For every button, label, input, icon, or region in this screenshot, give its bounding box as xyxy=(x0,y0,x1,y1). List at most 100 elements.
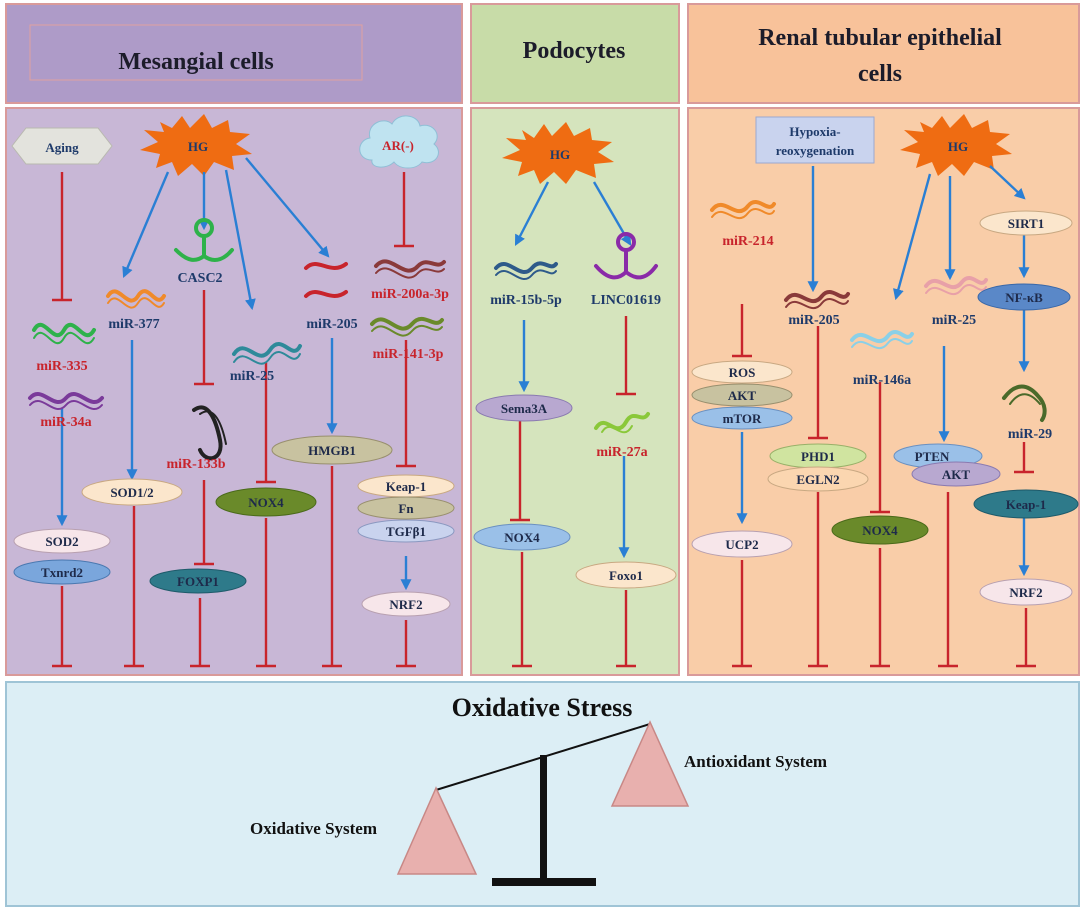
mesangial-header-inner-frame xyxy=(29,24,363,81)
nfkb-node xyxy=(977,283,1071,311)
inhibit-sema3a-nox4 xyxy=(510,412,530,522)
rna-icon-casc2 xyxy=(174,218,234,262)
nox4-node-podo xyxy=(473,523,571,551)
sod2-node xyxy=(13,528,111,554)
podocyte-panel-bg xyxy=(470,107,680,676)
balance-post xyxy=(540,755,547,881)
akt-node xyxy=(691,383,793,407)
arrow-hg-to-sirt1 xyxy=(989,165,1026,200)
nfkb-label: NF-κB xyxy=(1005,290,1043,305)
ros-label: ROS xyxy=(729,365,756,380)
sirt1-node xyxy=(979,210,1073,236)
inhibit-mir133b-foxp1 xyxy=(194,480,214,566)
arrow-hg-to-mir205 xyxy=(245,157,330,258)
renal-title-line1: Renal tubular epithelial xyxy=(758,25,1002,51)
fn-label: Fn xyxy=(398,501,414,516)
rna-icon-mir133b xyxy=(192,405,227,461)
arrow-hg-to-mir146a xyxy=(893,173,932,301)
foxp1-label: FOXP1 xyxy=(177,574,219,589)
inhibit-nox4-os-renal xyxy=(870,548,890,668)
rna-icon-mir205-renal xyxy=(784,290,850,310)
arrow-hg-to-mir15b xyxy=(514,181,550,246)
mtor-node xyxy=(691,406,793,430)
hypoxia-label-line2: reoxygenation xyxy=(776,143,855,158)
inhibit-akt-os xyxy=(938,492,958,668)
mir133b-label: miR-133b xyxy=(166,457,225,472)
antioxidant-label: Antioxidant System xyxy=(684,752,827,771)
inhibit-mir146a-nox4 xyxy=(870,382,890,514)
rna-icon-mir29 xyxy=(1002,384,1047,422)
linc01619-label: LINC01619 xyxy=(591,293,661,308)
sema3a-node xyxy=(475,394,573,422)
hmgb1-label: HMGB1 xyxy=(308,443,356,458)
oxidative-label: Oxidative System xyxy=(250,819,377,838)
hmgb1-node xyxy=(271,435,393,465)
mtor-label: mTOR xyxy=(723,411,762,426)
inhibit-sod12-os xyxy=(124,506,144,668)
mir214-label: miR-214 xyxy=(722,234,773,249)
aging-hexagon xyxy=(11,127,113,165)
sod12-label: SOD1/2 xyxy=(110,485,153,500)
inhibit-nrf2-os xyxy=(396,620,416,668)
rna-icon-mir214 xyxy=(710,200,776,220)
ucp2-label: UCP2 xyxy=(725,537,758,552)
nox4-label-podo: NOX4 xyxy=(504,530,540,545)
sema3a-label: Sema3A xyxy=(501,401,548,416)
ar-label: AR(-) xyxy=(382,138,414,153)
phd1-label: PHD1 xyxy=(801,449,835,464)
inhibit-mir141-keap1 xyxy=(396,340,416,468)
egln2-label: EGLN2 xyxy=(796,472,839,487)
mesangial-labels: miR-335 miR-34a SOD2 Txnrd2 miR-377 SOD1… xyxy=(36,271,449,612)
mir34a-label: miR-34a xyxy=(40,415,91,430)
nox4-label: NOX4 xyxy=(248,495,284,510)
inhibit-mir214-ros xyxy=(732,304,752,358)
inhibit-foxo1-os xyxy=(616,590,636,668)
akt-label-renal: AKT xyxy=(942,467,971,482)
sod12-node xyxy=(81,478,183,506)
rna-icon-mir335 xyxy=(32,322,96,345)
mir377-label: miR-377 xyxy=(108,317,159,332)
podocytes-title: Podocytes xyxy=(523,38,626,64)
inhibit-casc2-mir133b xyxy=(194,290,214,386)
hypoxia-box xyxy=(755,116,875,164)
inhibit-mir205-phd1 xyxy=(808,326,828,440)
mir15b5p-label: miR-15b-5p xyxy=(490,293,562,308)
inhibit-ucp2-os xyxy=(732,560,752,668)
hypoxia-label-line1: Hypoxia- xyxy=(789,124,840,139)
keap1-node-renal xyxy=(973,489,1079,519)
foxo1-node xyxy=(575,561,677,589)
keap1-label: Keap-1 xyxy=(386,479,426,494)
aging-label: Aging xyxy=(45,140,79,155)
nox4-node-renal xyxy=(831,515,929,545)
rna-icon-mir205 xyxy=(304,262,348,298)
txnrd2-label: Txnrd2 xyxy=(41,565,83,580)
tgfb1-node xyxy=(357,519,455,543)
renal-title-line2: cells xyxy=(858,61,902,87)
hg-label-podocyte: HG xyxy=(550,147,570,162)
mir29-label: miR-29 xyxy=(1008,427,1052,442)
fn-node xyxy=(357,496,455,520)
rna-icon-mir377 xyxy=(106,289,166,309)
inhibition-lines xyxy=(52,172,1036,668)
tgfb1-label: TGFβ1 xyxy=(386,524,426,539)
oxidative-stress-title: Oxidative Stress xyxy=(452,693,633,722)
pten-label: PTEN xyxy=(915,449,950,464)
nrf2-node xyxy=(361,591,451,617)
podocyte-labels: miR-15b-5p LINC01619 Sema3A miR-27a NOX4… xyxy=(490,293,661,583)
rna-icon-mir27a xyxy=(594,412,650,434)
rna-icon-mir1413p xyxy=(370,316,444,337)
rna-icon-linc01619 xyxy=(594,232,658,280)
mir27a-label: miR-27a xyxy=(596,445,647,460)
txnrd2-node xyxy=(13,559,111,585)
inhibit-nrf2-os-renal xyxy=(1016,608,1036,668)
inhibit-mir25-nox4 xyxy=(256,362,276,484)
antioxidant-triangle xyxy=(610,720,690,807)
hg-star-mesangial xyxy=(140,114,252,176)
hg-label-mesangial: HG xyxy=(188,139,208,154)
balance-base xyxy=(492,878,596,886)
keap1-label-renal: Keap-1 xyxy=(1006,497,1046,512)
nox4-node xyxy=(215,487,317,517)
mir200a3p-label: miR-200a-3p xyxy=(371,287,449,302)
sod2-label: SOD2 xyxy=(45,534,78,549)
rna-icon-mir25-renal xyxy=(924,276,988,296)
